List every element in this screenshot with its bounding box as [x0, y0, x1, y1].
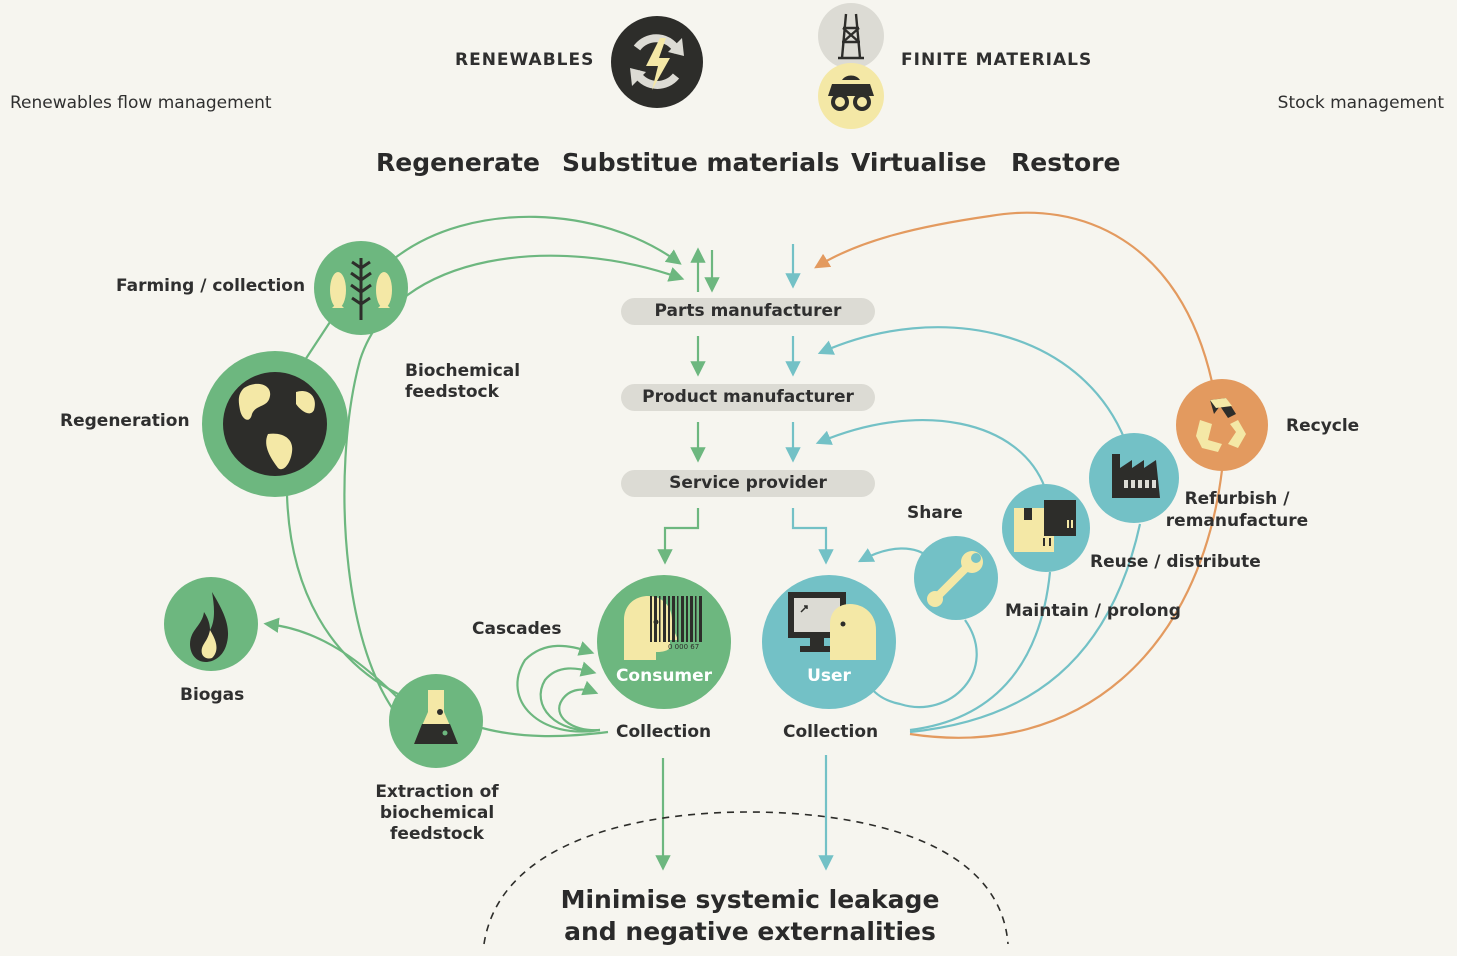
biogas-icon — [164, 577, 258, 671]
renewables-icon — [611, 16, 703, 108]
strategy-restore: Restore — [1011, 148, 1121, 177]
finite-materials-label: FINITE MATERIALS — [901, 50, 1093, 70]
barcode-number: 0 000 67 — [668, 643, 700, 651]
strategy-substitute: Substitue materials — [562, 148, 840, 177]
user-collection-label: Collection — [783, 722, 879, 742]
collection-to-reuse — [909, 571, 1052, 732]
refurbish-line1: Refurbish / — [1184, 489, 1290, 509]
recycle-label: Recycle — [1286, 416, 1360, 436]
farming-to-parts-arrow — [394, 215, 682, 265]
service-to-user-arrow — [791, 508, 834, 565]
collection-to-extraction-line — [481, 726, 609, 738]
share-icon — [914, 536, 998, 620]
extraction-to-biogas-arrow — [263, 617, 401, 701]
consumer-label: Consumer — [615, 666, 713, 686]
extraction-line3: feedstock — [390, 824, 484, 844]
refurbish-label: Refurbish / remanufacture — [1160, 488, 1314, 532]
collection-to-refurbish — [909, 523, 1142, 734]
reuse-label: Reuse / distribute — [1090, 552, 1261, 572]
user-label: User — [807, 666, 851, 686]
maintain-label: Maintain / prolong — [1005, 601, 1181, 621]
leakage-title-line1: Minimise systemic leakage — [560, 885, 940, 914]
collection-to-recycle — [909, 469, 1224, 739]
reuse-to-product-arrow — [815, 418, 1047, 489]
consumer-icon — [597, 575, 731, 709]
service-provider-box: Service provider — [621, 470, 875, 497]
extraction-label: Extraction of biochemical feedstock — [368, 782, 506, 845]
renewables-flow-label: Renewables flow management — [10, 93, 272, 113]
regeneration-label: Regeneration — [60, 411, 190, 431]
user-icon — [762, 575, 896, 709]
farming-label: Farming / collection — [116, 276, 306, 296]
extraction-line1: Extraction of — [375, 782, 499, 802]
refurbish-icon — [1089, 433, 1179, 523]
biological-flows — [263, 215, 720, 871]
extraction-icon — [389, 674, 483, 768]
cascade-arrow-3 — [558, 680, 601, 732]
recycle-to-parts-arrow — [814, 211, 1214, 383]
biochemical-feedstock-line2: feedstock — [405, 382, 499, 402]
finite-materials-icon — [818, 3, 884, 129]
strategy-virtualise: Virtualise — [851, 148, 987, 177]
extraction-line2: biochemical — [379, 803, 495, 823]
cascade-arrow-2 — [539, 661, 601, 732]
biochemical-feedstock-line1: Biochemical — [405, 361, 521, 381]
barcode-icon — [650, 596, 702, 642]
earth-to-extraction-line — [285, 494, 401, 696]
consumer-collection-label: Collection — [616, 722, 712, 742]
leakage-title: Minimise systemic leakage and negative e… — [520, 884, 980, 948]
cascade-arrow-1 — [516, 641, 601, 733]
farming-icon — [314, 241, 408, 335]
technical-flows — [785, 244, 1142, 871]
recycle-flows — [814, 211, 1224, 739]
feedstock-to-parts-arrow — [343, 254, 685, 739]
renewables-label: RENEWABLES — [455, 50, 595, 70]
biochemical-feedstock-label: Biochemical feedstock — [405, 361, 520, 403]
service-to-consumer-arrow — [657, 508, 700, 565]
leakage-title-line2: and negative externalities — [564, 917, 936, 946]
parts-manufacturer-box: Parts manufacturer — [621, 298, 875, 325]
refurbish-to-parts-arrow — [817, 326, 1127, 441]
biogas-label: Biogas — [180, 685, 245, 705]
share-loop — [867, 619, 978, 709]
cascades-label: Cascades — [472, 619, 562, 639]
reuse-icon — [1002, 484, 1090, 572]
share-label: Share — [907, 503, 963, 523]
leakage-boundary — [483, 811, 1009, 945]
earth-to-farming-line — [304, 321, 331, 361]
stock-management-label: Stock management — [1277, 93, 1444, 113]
recycle-icon — [1176, 379, 1268, 471]
earth-icon — [202, 351, 348, 497]
strategy-regenerate: Regenerate — [376, 148, 540, 177]
refurbish-line2: remanufacture — [1165, 511, 1309, 531]
product-manufacturer-box: Product manufacturer — [621, 384, 875, 411]
